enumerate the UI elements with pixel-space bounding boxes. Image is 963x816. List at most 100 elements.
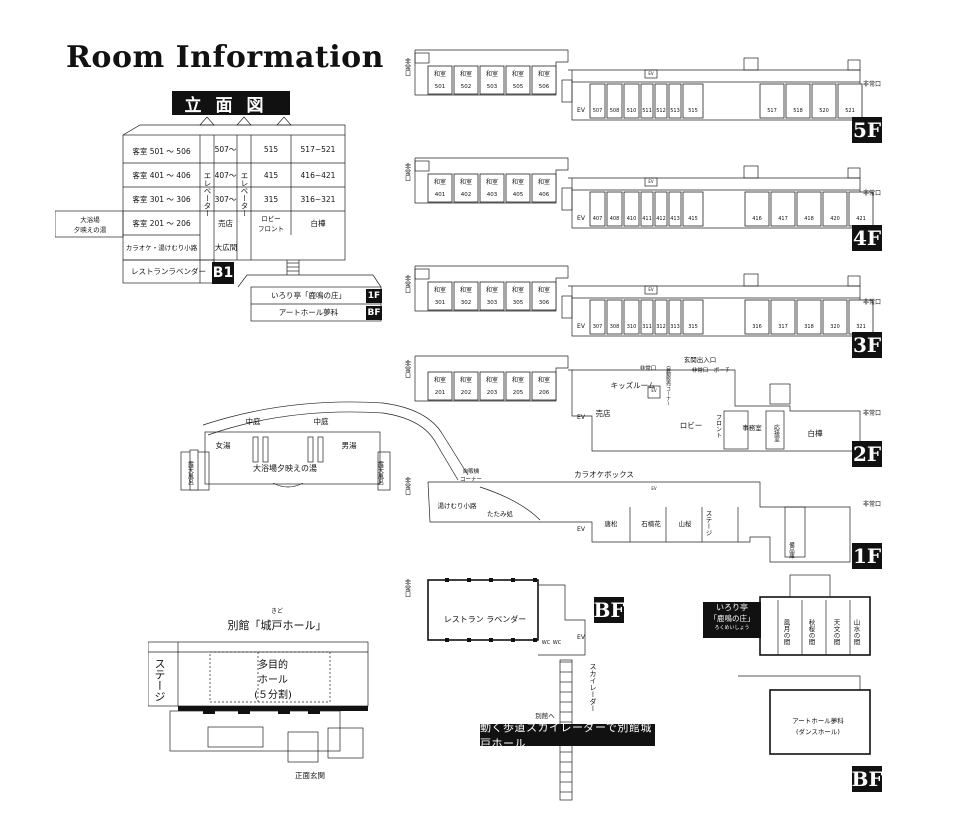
f3-room-label-2: 和室 bbox=[485, 287, 498, 294]
f3-room-num-1: 302 bbox=[460, 300, 472, 306]
exit-2f-right: 非常口 bbox=[863, 410, 882, 417]
f1-storage: 備品庫 bbox=[788, 541, 794, 559]
elev-2f-lobby: ロビー フロント bbox=[258, 215, 284, 233]
elev-elevator-2: エレベーター bbox=[240, 171, 249, 217]
elev-4f-rooms: 客室 401 ～ 406 bbox=[132, 170, 191, 180]
annex-room-2: 秋桜の間 bbox=[807, 619, 815, 645]
f2-room-label-3: 和室 bbox=[511, 377, 524, 384]
f3-room-b-1: 308 bbox=[609, 324, 620, 330]
f3-room-b-7: 316 bbox=[752, 324, 762, 330]
f1-tatami: たたみ処 bbox=[487, 510, 513, 518]
f4-room-top-1 bbox=[453, 173, 479, 203]
f3-ev: EV bbox=[577, 323, 585, 330]
f4-room-label-4: 和室 bbox=[537, 179, 550, 186]
tag-5f: 5F bbox=[852, 117, 882, 143]
bf-restaurant: レストラン ラベンダー bbox=[443, 615, 527, 624]
f3-room-top-4 bbox=[531, 281, 557, 311]
f4-room-top-0 bbox=[427, 173, 453, 203]
elev-tag-bf: BF bbox=[366, 306, 382, 320]
f4-room-b-11: 421 bbox=[856, 216, 866, 222]
bath-garden-right: 中庭 bbox=[313, 417, 329, 426]
kido-title: 別館「城戸ホール」 bbox=[227, 619, 327, 632]
exit-1f-right: 非常口 bbox=[863, 501, 882, 508]
annex-room-1: 風月の間 bbox=[782, 619, 790, 645]
f3-room-b-4: 312 bbox=[656, 324, 666, 330]
elevation-heading: 立面図 bbox=[172, 91, 290, 116]
f4-ev-top: EV bbox=[648, 179, 654, 184]
bf-escalator-banner: 動く歩道スカイレーダーで別館城戸ホール bbox=[480, 721, 655, 750]
f5-room-b-8: 518 bbox=[793, 108, 803, 114]
bath-garden-left: 中庭 bbox=[245, 417, 261, 426]
f4-stair bbox=[561, 187, 573, 211]
bath-men: 男湯 bbox=[341, 441, 357, 450]
bf-ev: EV bbox=[577, 634, 585, 641]
f4-room-b-7: 416 bbox=[752, 216, 762, 222]
f4-room-b-9: 418 bbox=[804, 216, 814, 222]
f5-room-b-10: 521 bbox=[845, 108, 855, 114]
annex-sign-sub: 「鹿鳴の庄」 bbox=[709, 614, 755, 623]
f4-room-num-0: 401 bbox=[434, 192, 446, 198]
f3-room-label-0: 和室 bbox=[433, 287, 446, 294]
elev-b1-tag: B1 bbox=[212, 262, 234, 284]
elev-3f-rooms: 客室 301 ～ 306 bbox=[132, 194, 191, 204]
f2-room-label-2: 和室 bbox=[485, 377, 498, 384]
f3-room-top-1 bbox=[453, 281, 479, 311]
f1-karaoke: カラオケボックス bbox=[574, 470, 634, 479]
f3-room-b-9: 318 bbox=[804, 324, 814, 330]
elev-3f-col3: 315 bbox=[263, 194, 279, 204]
f5-room-label-0: 和室 bbox=[433, 71, 446, 78]
f4-room-top-4 bbox=[531, 173, 557, 203]
f4-room-label-0: 和室 bbox=[433, 179, 446, 186]
f2-room-num-2: 203 bbox=[486, 390, 498, 396]
f3-room-b-11: 321 bbox=[856, 324, 866, 330]
annex-room-3: 天文の間 bbox=[832, 619, 840, 645]
f4-room-b-3: 411 bbox=[642, 216, 652, 222]
f3-room-b-2: 310 bbox=[626, 324, 637, 330]
elev-bf-restaurant: レストランラベンダー bbox=[131, 266, 206, 276]
f5-room-label-3: 和室 bbox=[511, 71, 524, 78]
kido-stage: ステージ bbox=[153, 657, 166, 702]
elev-3f-col4: 316~321 bbox=[300, 194, 336, 204]
f2-kids-room: キッズルーム bbox=[610, 381, 656, 390]
f3-room-top-2 bbox=[479, 281, 505, 311]
f3-room-b-10: 320 bbox=[830, 324, 840, 330]
f2-room-num-3: 205 bbox=[512, 390, 524, 396]
exit-3f-left: 非常口 bbox=[403, 275, 411, 293]
f2-entrance: 玄関出入口 bbox=[683, 356, 717, 364]
f2-room-num-0: 201 bbox=[434, 390, 446, 396]
f4-room-num-2: 403 bbox=[486, 192, 498, 198]
f4-room-b-8: 417 bbox=[778, 216, 788, 222]
bath-women: 女湯 bbox=[215, 441, 231, 450]
f3-stair bbox=[561, 295, 573, 319]
exit-4f-left: 非常口 bbox=[403, 163, 411, 181]
annex-art-hall-sub: (ダンスホール) bbox=[796, 728, 840, 736]
elev-elevator-1: エレベーター bbox=[203, 171, 212, 217]
f2-ev-top: EV bbox=[651, 388, 657, 393]
f5-room-num-0: 501 bbox=[434, 84, 446, 90]
f4-room-num-4: 406 bbox=[538, 192, 550, 198]
f4-room-top-2 bbox=[479, 173, 505, 203]
annex-room-4: 山水の間 bbox=[852, 619, 860, 645]
f3-room-label-3: 和室 bbox=[511, 287, 524, 294]
f3-room-b-0: 307 bbox=[592, 324, 603, 330]
f5-room-label-1: 和室 bbox=[459, 71, 472, 78]
f1-room-yamazakura: 山桜 bbox=[678, 520, 692, 528]
f5-wing-left bbox=[414, 49, 569, 96]
f1-ev: EV bbox=[577, 526, 585, 533]
exit-5f-right: 非常口 bbox=[863, 81, 882, 88]
elev-4f-col3: 415 bbox=[263, 170, 279, 180]
elev-bath: 大浴場 夕映えの湯 bbox=[73, 216, 107, 234]
tag-4f: 4F bbox=[852, 225, 882, 251]
f5-room-b-1: 508 bbox=[609, 108, 620, 114]
f5-room-num-2: 503 bbox=[486, 84, 498, 90]
f2-vending: 自動販売コーナー bbox=[665, 366, 671, 406]
f5-room-top-3 bbox=[505, 65, 531, 95]
page-title: Room Information bbox=[66, 40, 384, 75]
f4-room-num-3: 405 bbox=[512, 192, 524, 198]
f4-room-label-3: 和室 bbox=[511, 179, 524, 186]
exit-1f-left: 非常口 bbox=[403, 477, 411, 495]
elev-2f-shirakaba: 白樺 bbox=[310, 218, 326, 228]
bath-center: 大浴場夕映えの湯 bbox=[253, 464, 317, 473]
f4-room-b-2: 410 bbox=[626, 216, 637, 222]
f4-room-label-1: 和室 bbox=[459, 179, 472, 186]
